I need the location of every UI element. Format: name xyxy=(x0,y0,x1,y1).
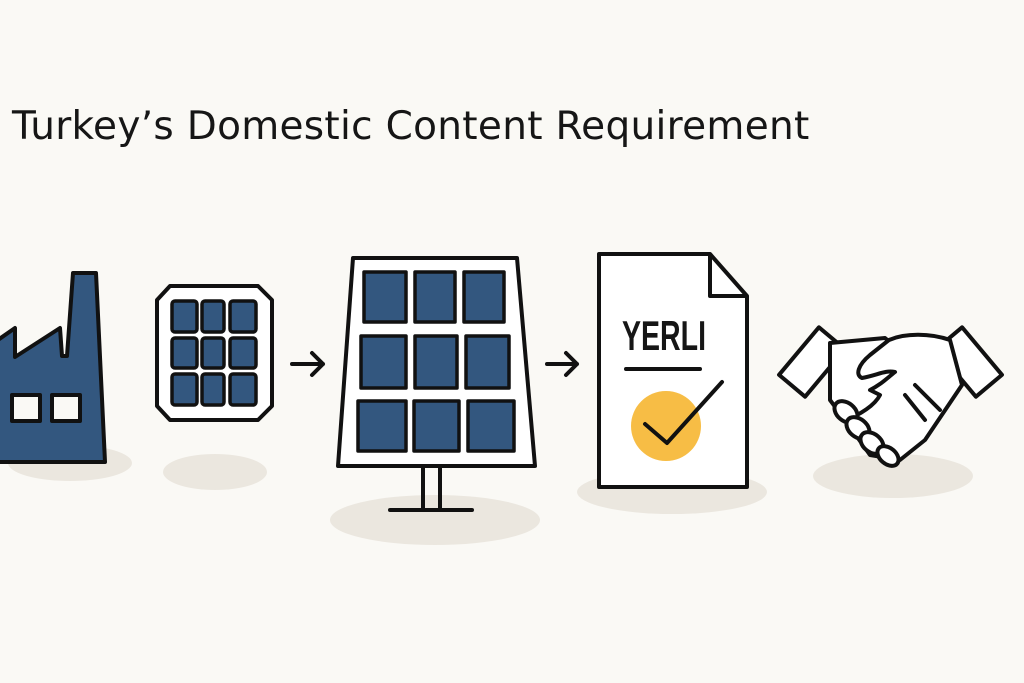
page-title: Turkey’s Domestic Content Requirement xyxy=(12,104,810,149)
solar-cell-icon xyxy=(155,284,274,422)
arrow-icon xyxy=(290,351,325,377)
check-badge xyxy=(631,391,701,461)
document-check-icon: YERLI xyxy=(597,252,749,489)
factory-icon xyxy=(0,271,107,464)
handshake-icon xyxy=(777,325,1004,468)
yerli-label: YERLI xyxy=(622,312,706,359)
check-icon xyxy=(643,380,724,445)
solar-panel-icon xyxy=(336,256,537,512)
arrow-icon xyxy=(545,351,579,377)
